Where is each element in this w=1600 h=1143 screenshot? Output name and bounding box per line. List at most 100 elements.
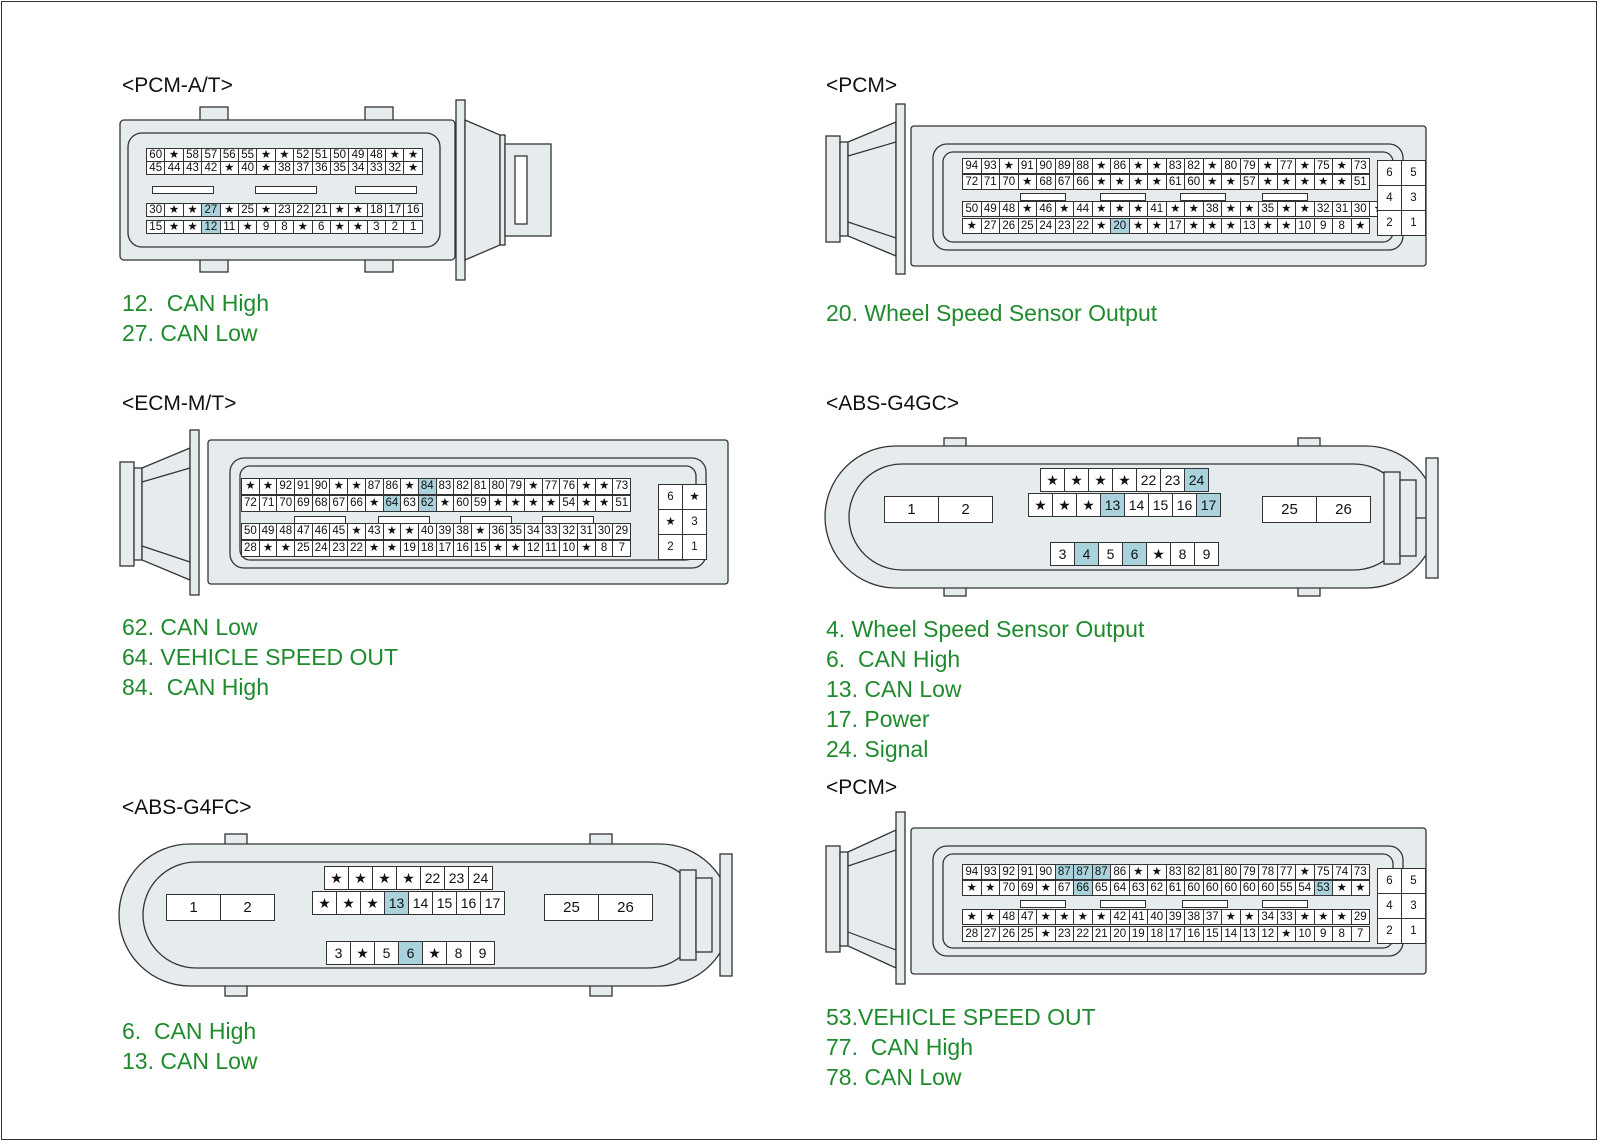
connector-title-abs-g4gc: <ABS-G4GC>: [826, 392, 960, 415]
pin-34: 34: [348, 161, 368, 175]
blank-pin: ★: [658, 509, 683, 535]
blank-pin: ★: [1110, 174, 1130, 190]
blank-pin: ★: [164, 148, 184, 162]
pin-9: 9: [470, 941, 495, 965]
blank-pin: ★: [506, 495, 525, 512]
pin-23: 23: [1054, 218, 1074, 234]
blank-pin: ★: [962, 880, 982, 896]
pin-50: 50: [329, 148, 350, 162]
pin-46: 46: [1036, 201, 1056, 217]
blank-pin: ★: [372, 866, 397, 890]
pin-17: 17: [1165, 218, 1185, 234]
pin-77: 77: [1276, 864, 1296, 880]
blank-pin: ★: [1276, 218, 1296, 234]
blank-pin: ★: [1091, 174, 1111, 190]
blank-pin: ★: [347, 478, 366, 495]
pin-16: 16: [453, 540, 472, 557]
pin-16: 16: [456, 891, 481, 915]
pin-8: 8: [274, 220, 295, 234]
blank-pin: ★: [1295, 864, 1315, 880]
pin-55: 55: [1276, 880, 1296, 896]
blank-pin: ★: [329, 203, 350, 217]
blank-pin: ★: [360, 891, 385, 915]
pin-6: 6: [658, 484, 683, 510]
pin-65: 65: [1091, 880, 1111, 896]
blank-pin: ★: [256, 148, 276, 162]
pin-70: 70: [999, 174, 1019, 190]
pin-35: 35: [329, 161, 350, 175]
pin-35: 35: [1258, 201, 1278, 217]
pin-49: 49: [348, 148, 368, 162]
pin-37: 37: [1202, 909, 1222, 925]
key-slot: [1262, 900, 1308, 908]
pin-83: 83: [1165, 864, 1185, 880]
pin-15: 15: [470, 540, 490, 557]
pin-19: 19: [1128, 926, 1148, 942]
pin-39: 39: [1165, 909, 1185, 925]
blank-pin: ★: [1054, 201, 1074, 217]
pin-86: 86: [1110, 158, 1130, 174]
legend-line: 64. VEHICLE SPEED OUT: [122, 644, 399, 670]
connector-title-pcm-at: <PCM-A/T>: [122, 74, 233, 97]
blank-pin: ★: [1147, 218, 1167, 234]
blank-pin: ★: [1295, 174, 1315, 190]
pin-58: 58: [182, 148, 203, 162]
legend-line: 62. CAN Low: [122, 614, 258, 640]
blank-pin: ★: [1052, 493, 1077, 517]
pin-40: 40: [417, 523, 437, 540]
blank-pin: ★: [1258, 218, 1278, 234]
blank-pin: ★: [1017, 174, 1037, 190]
blank-pin: ★: [1147, 158, 1167, 174]
pin-13: 13: [384, 891, 409, 915]
pin-67: 67: [1054, 880, 1074, 896]
blank-pin: ★: [1202, 158, 1222, 174]
blank-pin: ★: [1332, 880, 1352, 896]
legend-line: 77. CAN High: [826, 1034, 974, 1060]
pin-18: 18: [417, 540, 437, 557]
pin-3: 3: [1401, 185, 1426, 211]
pin-40: 40: [1147, 909, 1167, 925]
blank-pin: ★: [470, 523, 490, 540]
pin-69: 69: [294, 495, 313, 512]
pin-60: 60: [453, 495, 472, 512]
pin-51: 51: [612, 495, 632, 512]
pin-12: 12: [524, 540, 543, 557]
legend-line: 12. CAN High: [122, 290, 270, 316]
pin-21: 21: [1091, 926, 1111, 942]
pin-2: 2: [1377, 918, 1402, 944]
pin-30: 30: [594, 523, 614, 540]
pin-41: 41: [1147, 201, 1167, 217]
blank-pin: ★: [1332, 174, 1352, 190]
blank-pin: ★: [577, 540, 596, 557]
pin-38: 38: [453, 523, 472, 540]
pin-13: 13: [1100, 493, 1125, 517]
blank-pin: ★: [1064, 468, 1089, 492]
blank-pin: ★: [329, 220, 350, 234]
pin-1: 1: [166, 894, 221, 921]
pin-91: 91: [1017, 864, 1037, 880]
pin-5: 5: [374, 941, 399, 965]
blank-pin: ★: [1073, 909, 1093, 925]
pin-37: 37: [293, 161, 313, 175]
pin-27: 27: [980, 218, 1000, 234]
pin-7: 7: [612, 540, 632, 557]
blank-pin: ★: [1110, 201, 1130, 217]
key-slot: [1100, 900, 1146, 908]
pin-26: 26: [598, 894, 653, 921]
pin-80: 80: [1221, 158, 1241, 174]
pin-44: 44: [164, 161, 184, 175]
pin-20: 20: [1110, 926, 1130, 942]
blank-pin: ★: [1221, 174, 1241, 190]
pin-23: 23: [444, 866, 469, 890]
pin-81: 81: [470, 478, 490, 495]
pin-17: 17: [1165, 926, 1185, 942]
pin-6: 6: [1377, 160, 1402, 186]
blank-pin: ★: [1239, 909, 1259, 925]
